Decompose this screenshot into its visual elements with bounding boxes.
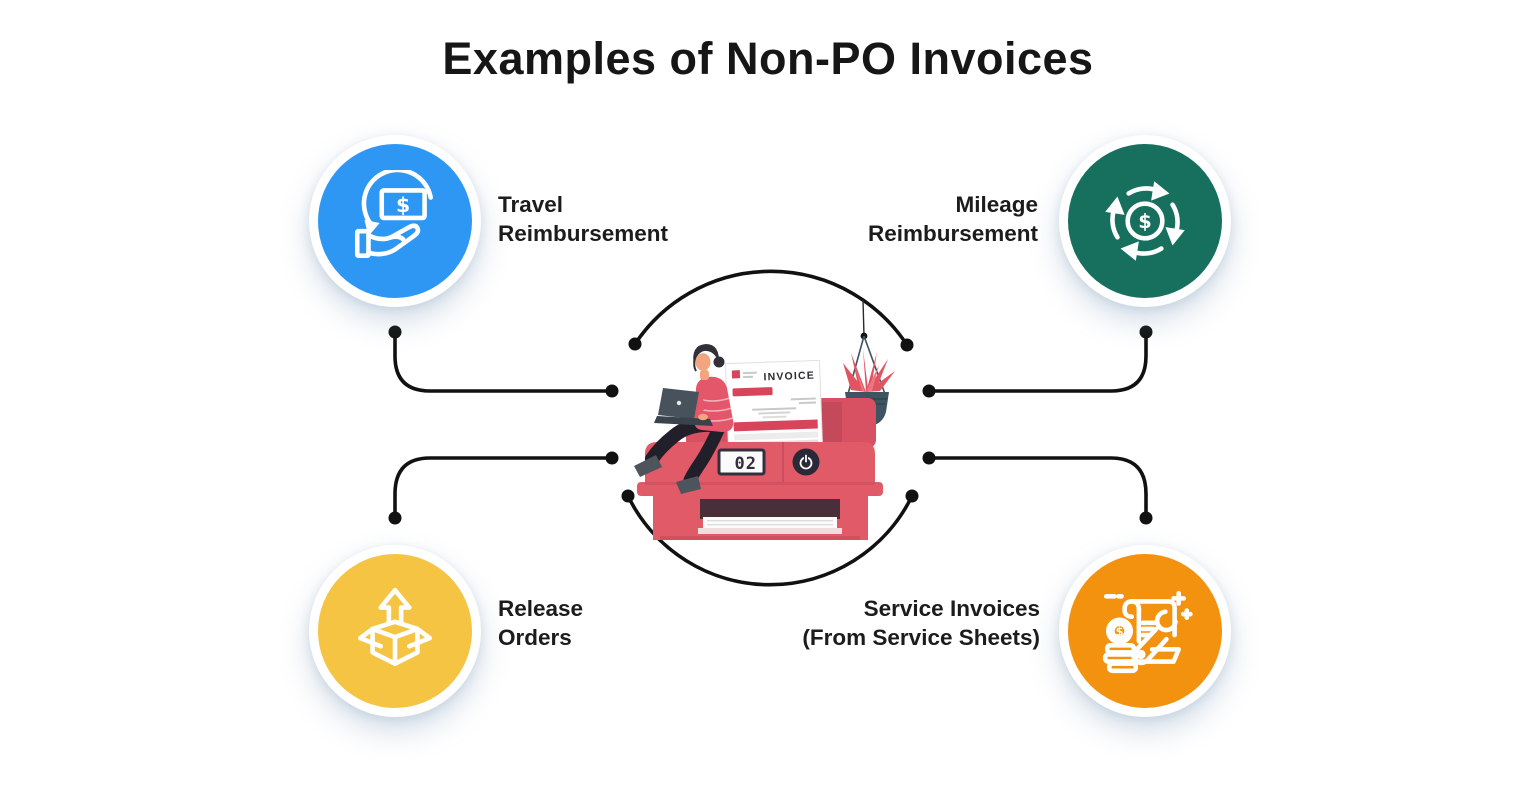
counter-panel xyxy=(717,448,766,476)
svg-text:$: $ xyxy=(1138,210,1151,233)
woman-shoe xyxy=(634,455,662,477)
hand-money-icon: $ xyxy=(354,170,433,258)
svg-text:$: $ xyxy=(396,193,410,217)
node-release-orders xyxy=(309,545,481,717)
label-mileage-reimbursement: Mileage Reimbursement xyxy=(868,190,1038,248)
plant-leaves xyxy=(843,349,895,392)
label-line: Reimbursement xyxy=(498,221,669,246)
coin-glyph: $ xyxy=(1102,617,1139,674)
paper-stack xyxy=(703,517,837,529)
label-line: Travel xyxy=(498,192,564,217)
connector-top-left xyxy=(393,330,614,393)
connector-bottom-right xyxy=(927,456,1148,520)
connector-lines xyxy=(393,269,1148,587)
travel-circle: $ xyxy=(318,144,472,298)
connector-dots xyxy=(388,325,1153,525)
label-line: Mileage xyxy=(955,192,1038,217)
printer-output-tray xyxy=(637,482,883,540)
release-circle xyxy=(318,554,472,708)
label-line: Reimbursement xyxy=(867,221,1038,246)
laptop xyxy=(654,388,713,426)
invoice-heading: INVOICE xyxy=(763,370,815,384)
invoice-text-lines xyxy=(742,371,817,419)
woman-face xyxy=(695,353,711,371)
service-invoice-icon: $ xyxy=(1102,590,1193,674)
label-service-invoices: Service Invoices (From Service Sheets) xyxy=(802,594,1040,652)
woman-shoe xyxy=(676,476,701,494)
sparkle-glyphs xyxy=(1103,590,1193,621)
invoice-printer-illustration: INVOICE 02 xyxy=(634,299,895,540)
label-line: Service Invoices xyxy=(863,596,1040,621)
woman-hair-bun xyxy=(713,356,725,368)
woman-hair xyxy=(693,344,720,366)
arc-top xyxy=(633,269,909,347)
mileage-circle: $ xyxy=(1068,144,1222,298)
label-line: (From Service Sheets) xyxy=(802,625,1040,650)
node-travel-reimbursement: $ xyxy=(309,135,481,307)
label-line: Release xyxy=(498,596,584,621)
counter-display: 02 xyxy=(735,454,757,474)
money-cycle-icon: $ xyxy=(1094,170,1196,272)
label-line: Orders xyxy=(498,625,572,650)
connector-top-right xyxy=(927,330,1148,393)
node-mileage-reimbursement: $ xyxy=(1059,135,1231,307)
label-travel-reimbursement: Travel Reimbursement xyxy=(498,190,668,248)
label-release-orders: Release Orders xyxy=(498,594,583,652)
invoice-logo xyxy=(731,370,741,379)
node-service-invoices: $ xyxy=(1059,545,1231,717)
power-button xyxy=(792,448,820,476)
printer-body: 02 xyxy=(645,442,875,482)
invoice-sheet: INVOICE xyxy=(725,359,823,449)
woman-with-laptop xyxy=(634,344,734,494)
page-title: Examples of Non-PO Invoices xyxy=(442,33,1094,84)
box-arrow-icon xyxy=(358,587,432,666)
invoice-table-header xyxy=(733,419,818,432)
power-icon xyxy=(799,454,813,470)
paper-slot xyxy=(700,499,840,519)
connector-bottom-left xyxy=(393,456,614,520)
service-circle: $ xyxy=(1068,554,1222,708)
svg-text:$: $ xyxy=(1116,626,1124,639)
